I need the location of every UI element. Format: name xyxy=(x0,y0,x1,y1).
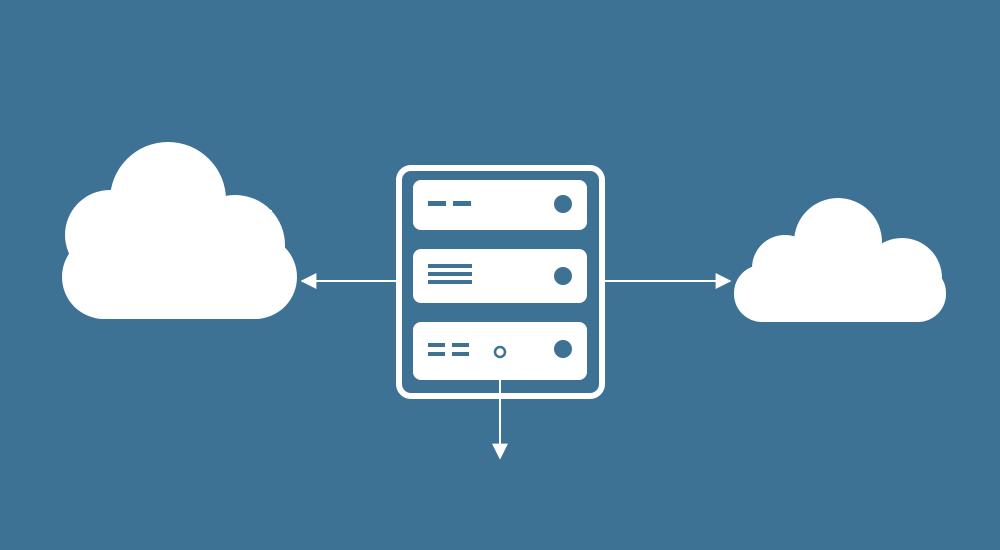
server-unit-2 xyxy=(413,249,587,303)
unit-3-indicator-light xyxy=(554,340,572,358)
cloud-right-icon xyxy=(734,198,946,322)
unit-2-line-1 xyxy=(428,264,472,268)
unit-2-indicator-light xyxy=(554,267,572,285)
server-rack-frame xyxy=(396,165,605,399)
unit-1-dash-1 xyxy=(428,201,446,206)
unit-2-line-2 xyxy=(428,272,472,276)
server-unit-3 xyxy=(413,322,587,380)
unit-3-port xyxy=(493,345,507,359)
unit-3-dash-2 xyxy=(452,343,469,347)
cloud-left-icon xyxy=(62,142,297,319)
unit-2-line-3 xyxy=(428,280,472,284)
server-unit-1 xyxy=(413,180,587,230)
server-rack-icon xyxy=(396,165,605,399)
unit-3-dash-1 xyxy=(428,343,445,347)
unit-3-dash-3 xyxy=(428,352,445,356)
unit-1-indicator-light xyxy=(554,195,572,213)
unit-1-dash-2 xyxy=(453,201,471,206)
unit-3-dash-4 xyxy=(452,352,469,356)
